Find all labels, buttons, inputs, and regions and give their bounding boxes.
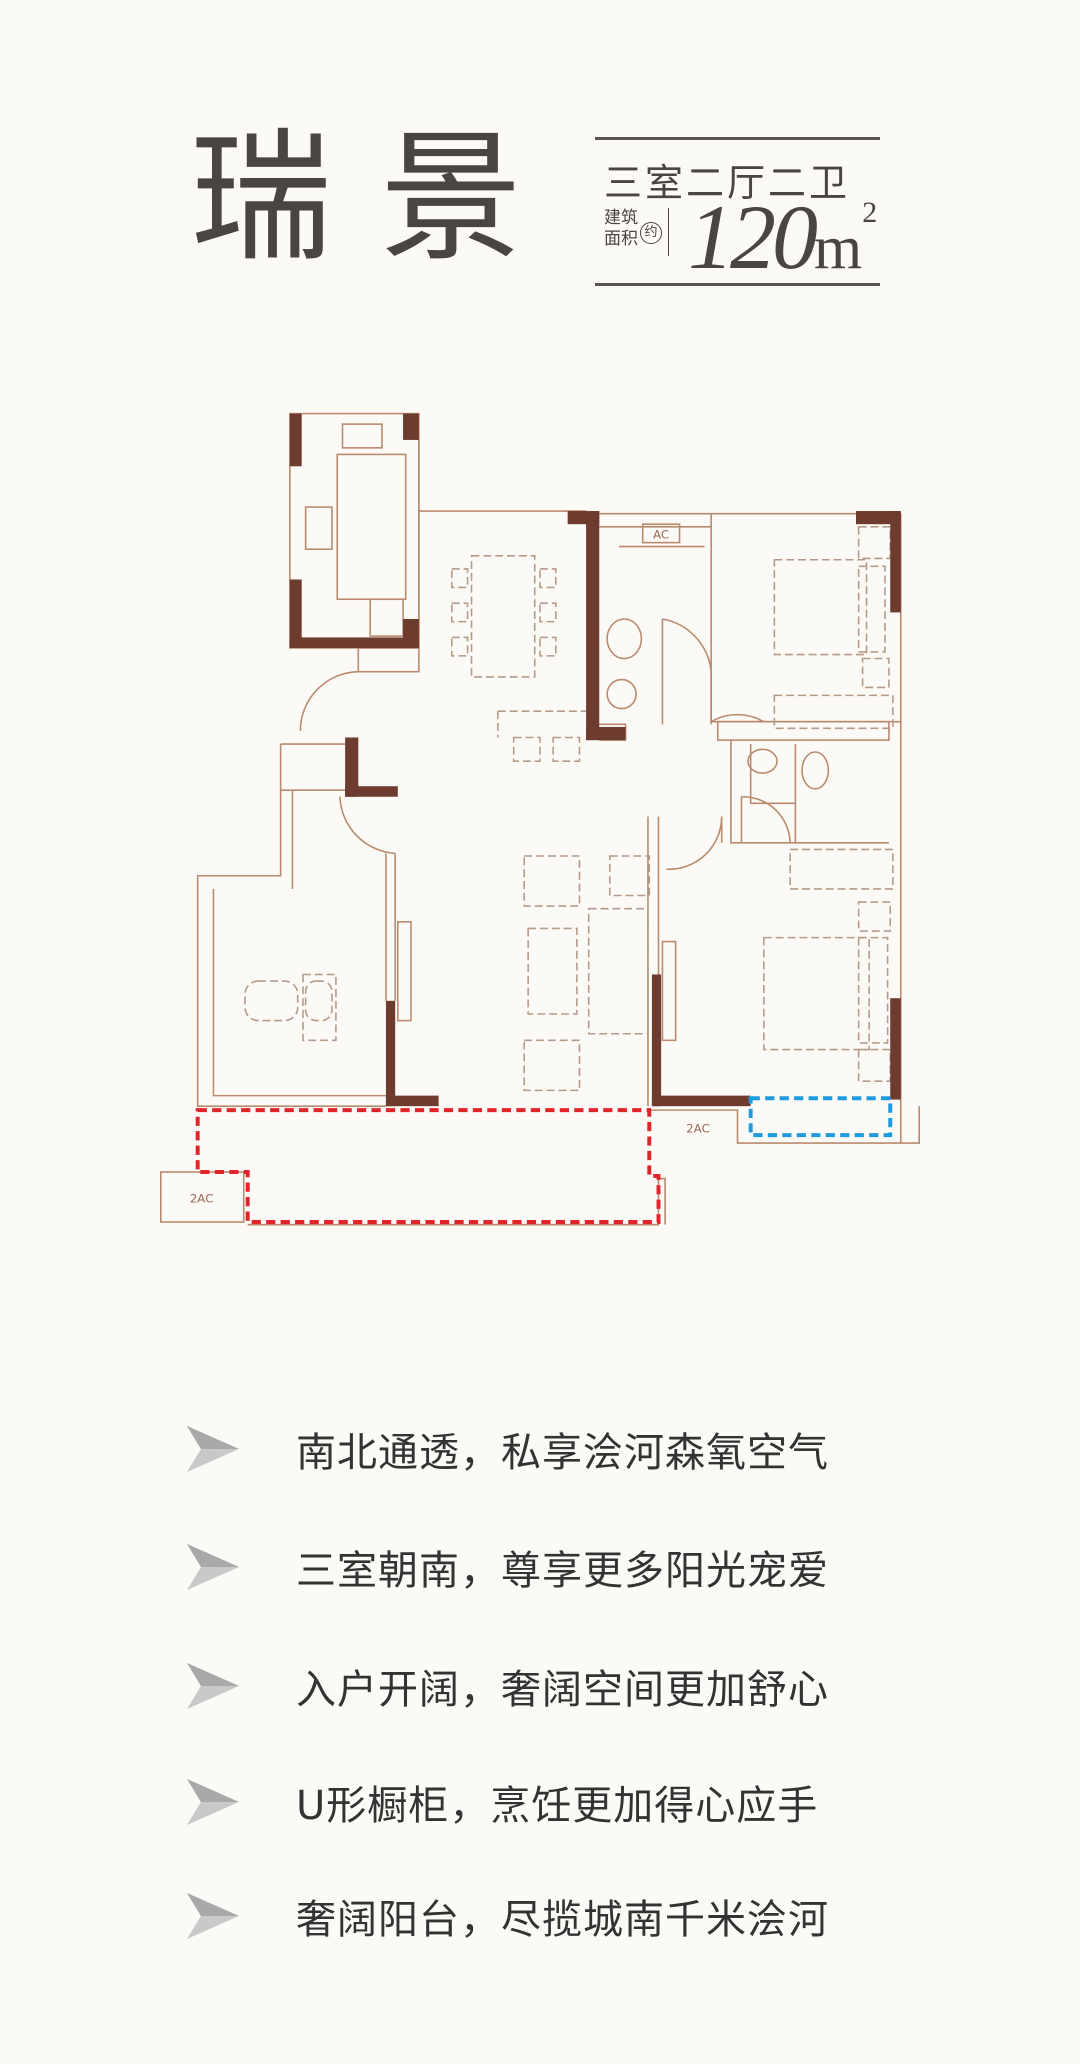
area-number: 120: [688, 186, 818, 288]
feature-text: 奢阔阳台，尽揽城南千米浍河: [296, 1897, 829, 1943]
arrow-icon: [187, 1779, 239, 1825]
balcony-highlight: [195, 1108, 661, 1225]
feature-text: U形橱柜，烹饪更加得心应手: [296, 1783, 819, 1829]
area-label-line1: 建筑: [604, 208, 638, 228]
arrow-icon: [187, 1544, 239, 1590]
area-value: 120m2: [688, 184, 877, 290]
ac-label: 2AC: [686, 1122, 710, 1136]
approx-badge: 约: [640, 222, 662, 244]
plan-outlines: [160, 412, 920, 1226]
area-label-line2: 面积: [604, 229, 638, 249]
feature-text: 南北通透，私享浍河森氧空气: [296, 1430, 829, 1476]
arrow-icon: [187, 1426, 239, 1472]
feature-item: 奢阔阳台，尽揽城南千米浍河: [187, 1886, 828, 1946]
arrow-icon: [187, 1663, 239, 1709]
area-label: 建筑 面积: [604, 208, 644, 250]
header-bottom-divider: [595, 283, 880, 286]
arrow-icon: [187, 1893, 239, 1939]
header-top-divider: [595, 137, 880, 140]
area-unit-sup: 2: [862, 196, 878, 229]
floorplan-title: 瑞景: [190, 116, 570, 281]
ac-label: AC: [653, 528, 669, 542]
area-divider: [668, 208, 669, 256]
structural-walls: [289, 413, 901, 1107]
feature-text: 三室朝南，尊享更多阳光宠爱: [296, 1548, 829, 1594]
ac-label: 2AC: [190, 1191, 214, 1205]
feature-item: U形橱柜，烹饪更加得心应手: [187, 1772, 817, 1832]
feature-text: 入户开阔，奢阔空间更加舒心: [296, 1667, 829, 1713]
highlights: [195, 1096, 893, 1225]
feature-item: 南北通透，私享浍河森氧空气: [187, 1419, 828, 1479]
floor-plan: AC 2AC 2AC: [160, 412, 920, 1226]
layout-type: 三室二厅二卫: [604, 161, 851, 205]
ac-platform-highlight: [748, 1096, 893, 1138]
feature-item: 三室朝南，尊享更多阳光宠爱: [187, 1537, 828, 1597]
feature-item: 入户开阔，奢阔空间更加舒心: [187, 1656, 828, 1716]
area-unit: m: [814, 214, 863, 282]
